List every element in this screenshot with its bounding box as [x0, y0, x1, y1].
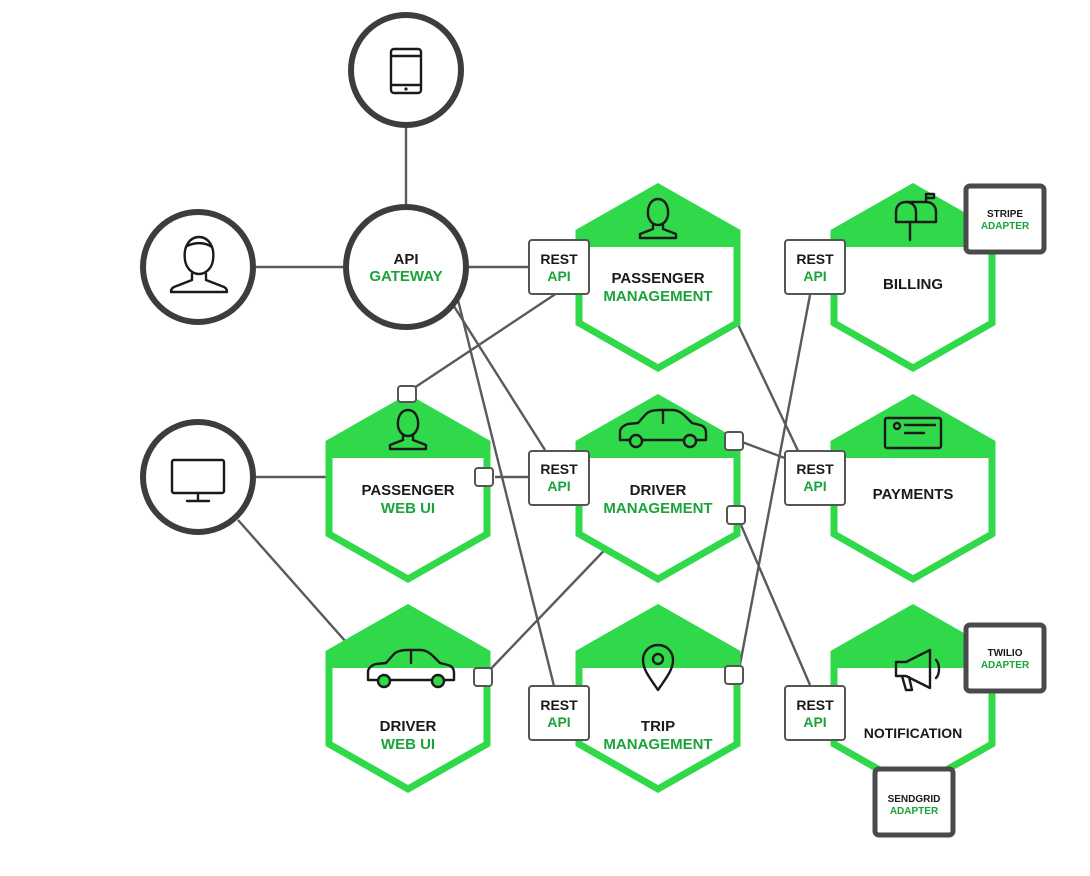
rest-api-label-line2: API: [547, 714, 570, 730]
payments-service: PAYMENTS: [830, 393, 996, 584]
user-icon: [169, 235, 229, 294]
edge-driver-mgmt-payments: [741, 440, 791, 462]
port-driver-management-bottom-right: [726, 505, 746, 525]
mailbox-icon: [894, 192, 938, 242]
passenger-web-ui-label-line1: PASSENGER: [361, 482, 454, 499]
port-driver-web-ui-right: [473, 667, 493, 687]
mobile-phone-icon: [389, 47, 423, 95]
stripe-adapter: STRIPE ADAPTER: [963, 183, 1047, 255]
rest-api-label-line2: API: [803, 268, 826, 284]
sendgrid-adapter-label-line2: ADAPTER: [890, 806, 939, 817]
user-icon: [638, 197, 678, 240]
rest-api-trip-management: REST API: [528, 685, 590, 741]
api-gateway-label-line2: GATEWAY: [369, 268, 442, 285]
desktop-client: [140, 419, 256, 535]
passenger-web-ui-label-line2: WEB UI: [381, 500, 435, 517]
port-trip-management-right: [724, 665, 744, 685]
rest-api-label-line2: API: [547, 268, 570, 284]
port-driver-management-top-right: [724, 431, 744, 451]
desktop-client-circle: [140, 419, 256, 535]
rest-api-label-line1: REST: [540, 251, 578, 267]
trip-management-label-line1: TRIP: [641, 718, 675, 735]
credit-card-icon: [883, 416, 943, 450]
driver-web-ui-label-line2: WEB UI: [381, 736, 435, 753]
rest-api-billing: REST API: [784, 239, 846, 295]
twilio-adapter-label-line1: TWILIO: [988, 648, 1023, 659]
desktop-monitor-icon: [170, 458, 226, 503]
trip-management-label-line2: MANAGEMENT: [603, 736, 712, 753]
twilio-adapter: TWILIO ADAPTER: [963, 622, 1047, 694]
rest-api-label-line1: REST: [796, 697, 834, 713]
rest-api-label-line2: API: [547, 478, 570, 494]
edge-driver-mgmt-notification: [736, 517, 812, 686]
edge-gateway-trip-mgmt: [456, 299, 557, 691]
rest-api-label-line1: REST: [796, 461, 834, 477]
rest-api-label-line2: API: [803, 478, 826, 494]
edge-trip-mgmt-billing: [736, 294, 812, 676]
connection-ports: [397, 385, 746, 687]
edge-passenger-webui-rest-passenger: [407, 292, 558, 393]
megaphone-icon: [894, 648, 941, 692]
user-client-circle: [140, 209, 256, 325]
edge-driver-webui-driver-mgmt: [483, 535, 619, 677]
rest-api-label-line1: REST: [540, 697, 578, 713]
api-gateway: API GATEWAY: [343, 204, 469, 330]
stripe-adapter-label-line2: ADAPTER: [981, 221, 1030, 232]
rest-api-notification: REST API: [784, 685, 846, 741]
edge-gateway-driver-mgmt: [448, 299, 547, 451]
driver-management-service: DRIVER MANAGEMENT: [575, 393, 741, 584]
rest-api-label-line2: API: [803, 714, 826, 730]
sendgrid-adapter-label-line1: SENDGRID: [888, 794, 941, 805]
api-gateway-label-line1: API: [393, 251, 418, 268]
edge-passenger-mgmt-payments: [730, 311, 802, 456]
passenger-management-service: PASSENGER MANAGEMENT: [575, 182, 741, 373]
user-icon: [388, 408, 428, 451]
passenger-management-label-line1: PASSENGER: [611, 270, 704, 287]
rest-api-label-line1: REST: [540, 461, 578, 477]
car-icon: [618, 408, 708, 449]
twilio-adapter-label-line2: ADAPTER: [981, 660, 1030, 671]
api-gateway-circle: [343, 204, 469, 330]
stripe-adapter-label-line1: STRIPE: [987, 209, 1023, 220]
billing-label: BILLING: [883, 276, 943, 293]
driver-web-ui-label-line1: DRIVER: [380, 718, 437, 735]
trip-management-service: TRIP MANAGEMENT: [575, 603, 741, 794]
rest-api-passenger-management: REST API: [528, 239, 590, 295]
driver-web-ui-service: DRIVER WEB UI: [325, 603, 491, 794]
mobile-client: [348, 12, 464, 128]
notification-label: NOTIFICATION: [864, 725, 963, 741]
payments-label: PAYMENTS: [873, 486, 954, 503]
connection-lines: [237, 120, 812, 691]
driver-management-label-line1: DRIVER: [630, 482, 687, 499]
passenger-web-ui-service: PASSENGER WEB UI: [325, 393, 491, 584]
port-passenger-web-ui-top: [397, 385, 417, 403]
sendgrid-adapter: SENDGRID ADAPTER: [872, 766, 956, 838]
driver-management-label-line2: MANAGEMENT: [603, 500, 712, 517]
port-passenger-web-ui-right: [474, 467, 494, 487]
car-icon: [366, 648, 456, 689]
edge-desktop-driver-webui: [237, 519, 363, 661]
rest-api-driver-management: REST API: [528, 450, 590, 506]
mobile-client-circle: [348, 12, 464, 128]
user-client: [140, 209, 256, 325]
passenger-management-label-line2: MANAGEMENT: [603, 288, 712, 305]
rest-api-payments: REST API: [784, 450, 846, 506]
location-pin-icon: [641, 643, 675, 692]
rest-api-label-line1: REST: [796, 251, 834, 267]
